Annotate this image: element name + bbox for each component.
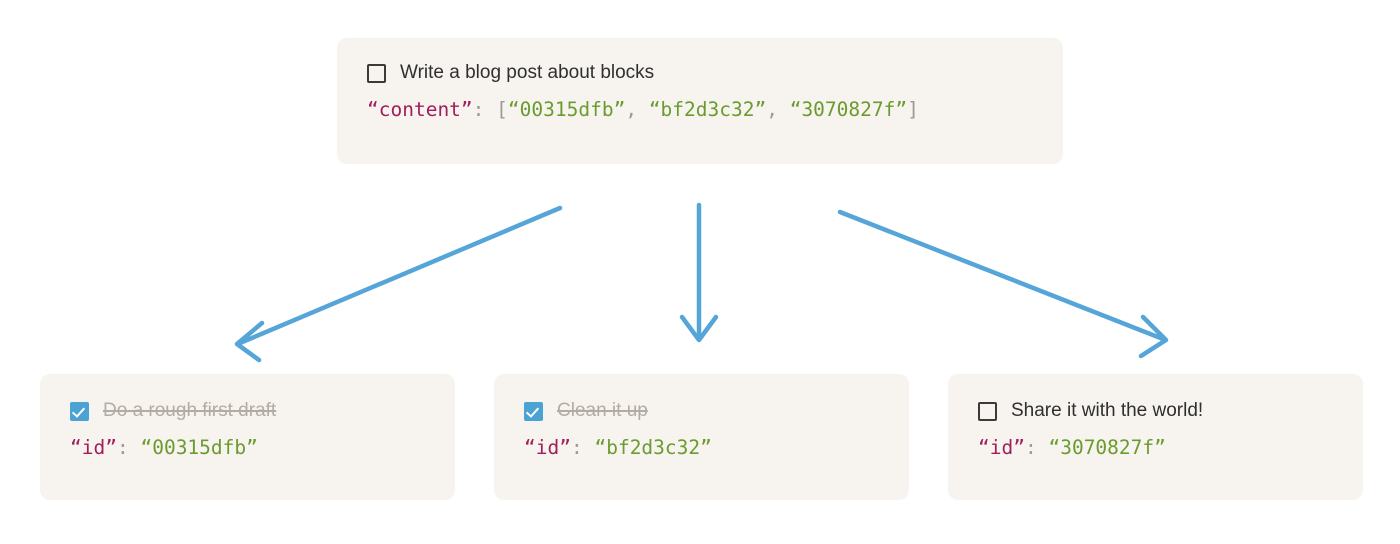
root-todo-label: Write a blog post about blocks — [400, 62, 655, 83]
code-colon: : — [116, 436, 129, 459]
child-todo-row-2[interactable]: Clean it up — [524, 398, 881, 424]
code-close-bracket: ] — [907, 98, 919, 121]
code-value: “3070827f” — [1048, 436, 1166, 459]
code-key: “id” — [978, 436, 1025, 459]
arrow-to-second-child — [679, 202, 719, 343]
code-value-3: “3070827f” — [789, 98, 908, 121]
code-space — [1037, 436, 1049, 459]
child-code-line-1: “id”: “00315dfb” — [70, 435, 427, 461]
child-todo-label-3: Share it with the world! — [1011, 400, 1204, 421]
code-separator-1: , — [625, 98, 649, 121]
child-todo-label-2: Clean it up — [557, 400, 648, 421]
root-code-line: “content”: [“00315dfb”, “bf2d3c32”, “307… — [367, 97, 1035, 123]
code-key: “id” — [70, 436, 117, 459]
code-open-bracket: [ — [496, 98, 508, 121]
code-separator-2: , — [766, 98, 790, 121]
code-colon: : — [472, 98, 485, 121]
code-value-2: “bf2d3c32” — [648, 98, 767, 121]
child-code-line-2: “id”: “bf2d3c32” — [524, 435, 881, 461]
code-space — [583, 436, 595, 459]
arrow-to-third-child — [837, 209, 1169, 359]
code-value: “bf2d3c32” — [594, 436, 712, 459]
checkbox-checked-icon[interactable] — [70, 401, 89, 421]
code-value-1: “00315dfb” — [507, 98, 626, 121]
checkbox-empty-icon[interactable] — [978, 401, 997, 421]
code-space — [129, 436, 141, 459]
root-todo-row[interactable]: Write a blog post about blocks — [367, 60, 1035, 86]
checkbox-empty-icon[interactable] — [367, 63, 386, 83]
checkbox-checked-icon[interactable] — [524, 401, 543, 421]
code-key: “id” — [524, 436, 571, 459]
child-block-card-1[interactable]: Do a rough first draft “id”: “00315dfb” — [40, 374, 455, 500]
code-colon: : — [1024, 436, 1037, 459]
child-block-card-3[interactable]: Share it with the world! “id”: “3070827f… — [948, 374, 1363, 500]
child-todo-row-1[interactable]: Do a rough first draft — [70, 398, 427, 424]
child-todo-label-1: Do a rough first draft — [103, 400, 277, 421]
code-space-1 — [484, 98, 496, 121]
root-block-card[interactable]: Write a blog post about blocks “content”… — [337, 38, 1063, 164]
code-key: “content” — [367, 98, 473, 121]
child-todo-row-3[interactable]: Share it with the world! — [978, 398, 1335, 424]
child-block-card-2[interactable]: Clean it up “id”: “bf2d3c32” — [494, 374, 909, 500]
child-code-line-3: “id”: “3070827f” — [978, 435, 1335, 461]
arrow-to-first-child — [234, 205, 563, 363]
code-value: “00315dfb” — [140, 436, 258, 459]
code-colon: : — [570, 436, 583, 459]
